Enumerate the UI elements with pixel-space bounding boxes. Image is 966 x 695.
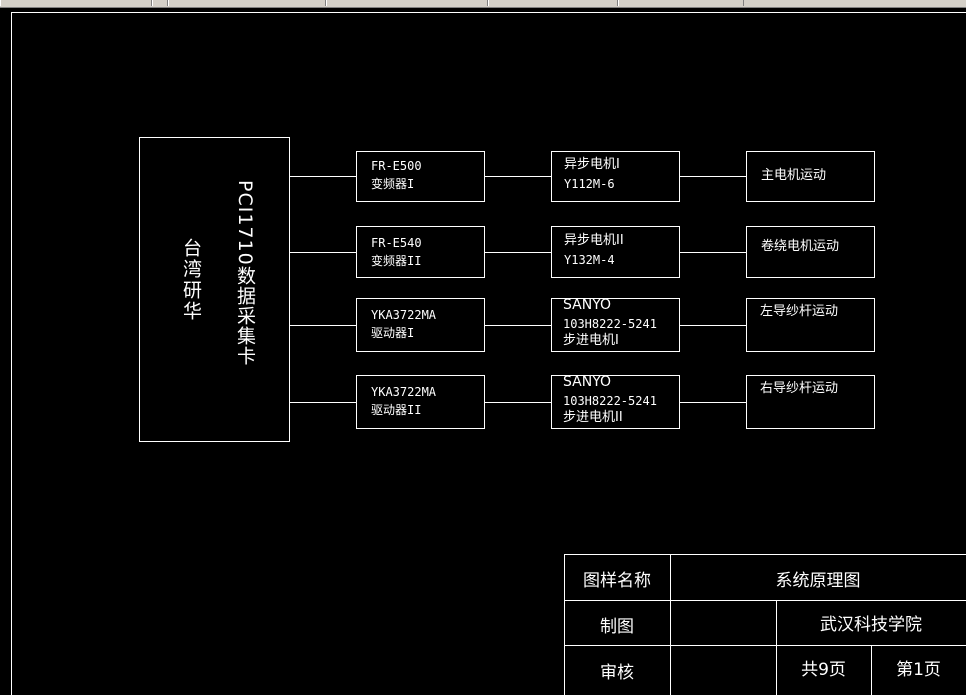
title-block-rule [564,554,966,555]
action-box-1 [746,151,875,202]
action-box-2 [746,226,875,278]
checked-by-label: 审核 [600,663,634,683]
drive-model-2: FR-E540 [371,236,422,250]
toolbar-segment [618,0,744,6]
daq-card-vendor: 台湾研华 [180,238,202,322]
connector-line [290,176,356,177]
toolbar-segment [0,0,152,6]
motor-brand-3: SANYO [563,297,612,313]
drive-type-3: 驱动器I [371,326,415,340]
action-label-3: 左导纱杆运动 [760,304,839,319]
motor-name-2: 异步电机II [564,233,624,248]
drive-box-1 [356,151,485,202]
motor-name-4: 步进电机II [563,410,623,425]
drive-type-2: 变频器II [371,254,422,268]
drive-type-4: 驱动器II [371,403,422,417]
title-block-rule [670,554,671,695]
drive-type-1: 变频器I [371,177,415,191]
total-pages: 共9页 [801,660,846,680]
connector-line [680,325,746,326]
connector-line [680,402,746,403]
connector-line [290,402,356,403]
daq-card-box [139,137,290,442]
connector-line [290,252,356,253]
drawn-by-label: 制图 [600,617,634,637]
drive-model-4: YKA3722MA [371,385,437,399]
motor-name-1: 异步电机I [564,157,620,172]
drive-box-4 [356,375,485,429]
drawing-name-value: 系统原理图 [775,571,861,591]
toolbar-segment [152,0,168,6]
drive-box-3 [356,298,485,352]
connector-line [485,252,551,253]
window-top-toolbar-strip [0,0,966,8]
drive-model-3: YKA3722MA [371,308,437,322]
title-block-rule [871,645,872,695]
motor-brand-4: SANYO [563,374,612,390]
motor-model-3: 103H8222-5241 [563,317,657,331]
toolbar-segment [326,0,488,6]
connector-line [485,176,551,177]
toolbar-segment [168,0,326,6]
daq-card-title: PCI1710数据采集卡 [234,180,256,366]
action-label-1: 主电机运动 [761,168,827,183]
drive-box-2 [356,226,485,278]
motor-box-4 [551,375,680,429]
drawing-border-frame [11,12,966,695]
toolbar-segment [488,0,618,6]
connector-line [485,402,551,403]
title-block-rule [564,645,966,646]
connector-line [680,176,746,177]
motor-box-2 [551,226,680,278]
title-block-rule [564,600,966,601]
action-box-3 [746,298,875,352]
connector-line [290,325,356,326]
action-label-4: 右导纱杆运动 [760,381,839,396]
connector-line [680,252,746,253]
motor-box-3 [551,298,680,352]
motor-model-1: Y112M-6 [564,177,615,191]
connector-line [485,325,551,326]
organization-name: 武汉科技学院 [820,615,922,635]
action-box-4 [746,375,875,429]
motor-box-1 [551,151,680,202]
title-block-rule [776,600,777,695]
drive-model-1: FR-E500 [371,159,422,173]
motor-model-4: 103H8222-5241 [563,394,657,408]
action-label-2: 卷绕电机运动 [761,239,840,254]
drawing-name-label: 图样名称 [583,571,651,591]
page-number: 第1页 [896,660,941,680]
motor-name-3: 步进电机I [563,333,619,348]
title-block-rule [564,554,565,695]
motor-model-2: Y132M-4 [564,253,615,267]
